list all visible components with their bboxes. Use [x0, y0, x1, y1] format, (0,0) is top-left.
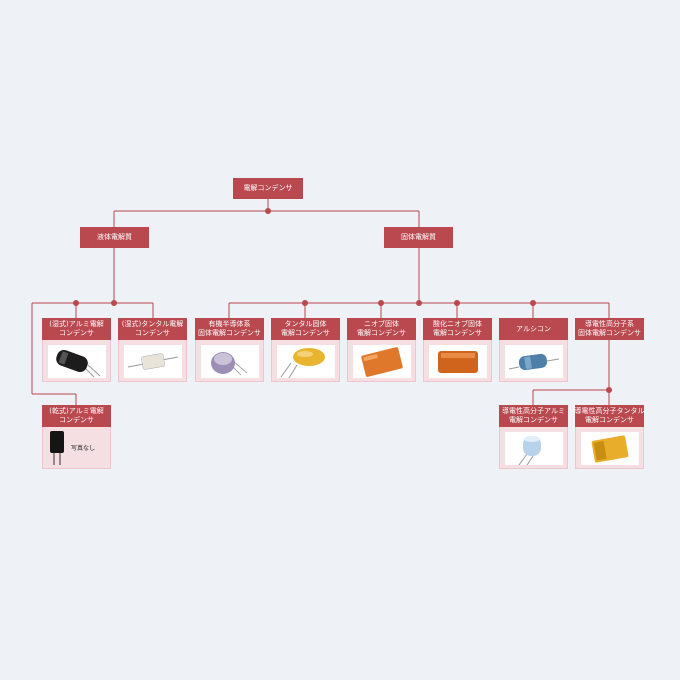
node-organic-title: 有機半導体系 固体電解コンデンサ [195, 318, 264, 340]
title-line-2: 電解コンデンサ [357, 329, 406, 337]
node-polymer-aluminum: 導電性高分子アルミ 電解コンデンサ [499, 405, 568, 469]
node-tantalum-title: タンタル固体 電解コンデンサ [271, 318, 340, 340]
node-niobium-title: ニオブ固体 電解コンデンサ [347, 318, 416, 340]
title-line-1: 有機半導体系 [208, 320, 251, 328]
node-conductive-polymer-title: 導電性高分子系 固体電解コンデンサ [575, 318, 644, 340]
title-line-2: 固体電解コンデンサ [198, 329, 261, 337]
title-line-2: コンデンサ [59, 416, 94, 424]
root-label: 電解コンデンサ [243, 184, 293, 192]
title-line-2: 電解コンデンサ [585, 416, 634, 424]
photo-organic [201, 345, 259, 378]
category-liquid-label: 液体電解質 [97, 233, 132, 241]
node-conductive-polymer: 導電性高分子系 固体電解コンデンサ [575, 318, 644, 340]
node-dry-aluminum: (乾式)アルミ電解 コンデンサ 写真なし [42, 405, 111, 469]
title-line-2: 電解コンデンサ [433, 329, 482, 337]
photo-polymer-tantalum [581, 432, 639, 465]
node-niobium: ニオブ固体 電解コンデンサ [347, 318, 416, 382]
category-liquid-electrolyte: 液体電解質 [80, 227, 149, 248]
category-solid-electrolyte: 固体電解質 [384, 227, 453, 248]
category-solid-label: 固体電解質 [401, 233, 436, 241]
node-wet-tantalum: (湿式)タンタル電解 コンデンサ [118, 318, 187, 382]
photo-tantalum [277, 345, 335, 378]
title-line-1: 導電性高分子系 [585, 320, 634, 328]
node-tantalum-solid: タンタル固体 電解コンデンサ [271, 318, 340, 382]
title-line-1: (乾式)アルミ電解 [49, 407, 104, 415]
title-line-1: (湿式)アルミ電解 [49, 320, 104, 328]
title-line-2: コンデンサ [135, 329, 170, 337]
node-polymer-tantalum: 導電性高分子タンタル 電解コンデンサ [574, 405, 645, 469]
title-line-1: 酸化ニオブ固体 [433, 320, 482, 328]
node-alsicon-title: アルシコン [499, 318, 568, 340]
title-line-2: 電解コンデンサ [509, 416, 558, 424]
title-line-2: コンデンサ [59, 329, 94, 337]
title-line-2: 電解コンデンサ [281, 329, 330, 337]
node-alsicon: アルシコン [499, 318, 568, 382]
node-polymer-tantalum-title: 導電性高分子タンタル 電解コンデンサ [574, 405, 645, 427]
node-wet-aluminum: (湿式)アルミ電解 コンデンサ [42, 318, 111, 382]
title-line-1: タンタル固体 [284, 320, 327, 328]
photo-wet-tantalum [124, 345, 182, 378]
node-wet-aluminum-title: (湿式)アルミ電解 コンデンサ [42, 318, 111, 340]
node-wet-tantalum-title: (湿式)タンタル電解 コンデンサ [118, 318, 187, 340]
title-line-1: 導電性高分子アルミ [502, 407, 565, 415]
node-polymer-aluminum-title: 導電性高分子アルミ 電解コンデンサ [499, 405, 568, 427]
node-organic-semiconductor: 有機半導体系 固体電解コンデンサ [195, 318, 264, 382]
title-line-1: アルシコン [516, 324, 551, 333]
root-node: 電解コンデンサ [233, 178, 303, 199]
title-line-2: 固体電解コンデンサ [578, 329, 641, 337]
photo-wet-aluminum [48, 345, 106, 378]
photo-alsicon [505, 345, 563, 378]
title-line-1: ニオブ固体 [364, 320, 399, 328]
photo-dry-aluminum [48, 431, 68, 465]
photo-niobium-oxide [429, 345, 487, 378]
title-line-1: (湿式)タンタル電解 [121, 320, 184, 328]
node-niobium-oxide: 酸化ニオブ固体 電解コンデンサ [423, 318, 492, 382]
photo-niobium [353, 345, 411, 378]
node-niobium-oxide-title: 酸化ニオブ固体 電解コンデンサ [423, 318, 492, 340]
no-photo-label: 写真なし [71, 445, 96, 452]
node-dry-aluminum-title: (乾式)アルミ電解 コンデンサ [42, 405, 111, 427]
photo-polymer-aluminum [505, 432, 563, 465]
title-line-1: 導電性高分子タンタル [574, 407, 645, 415]
